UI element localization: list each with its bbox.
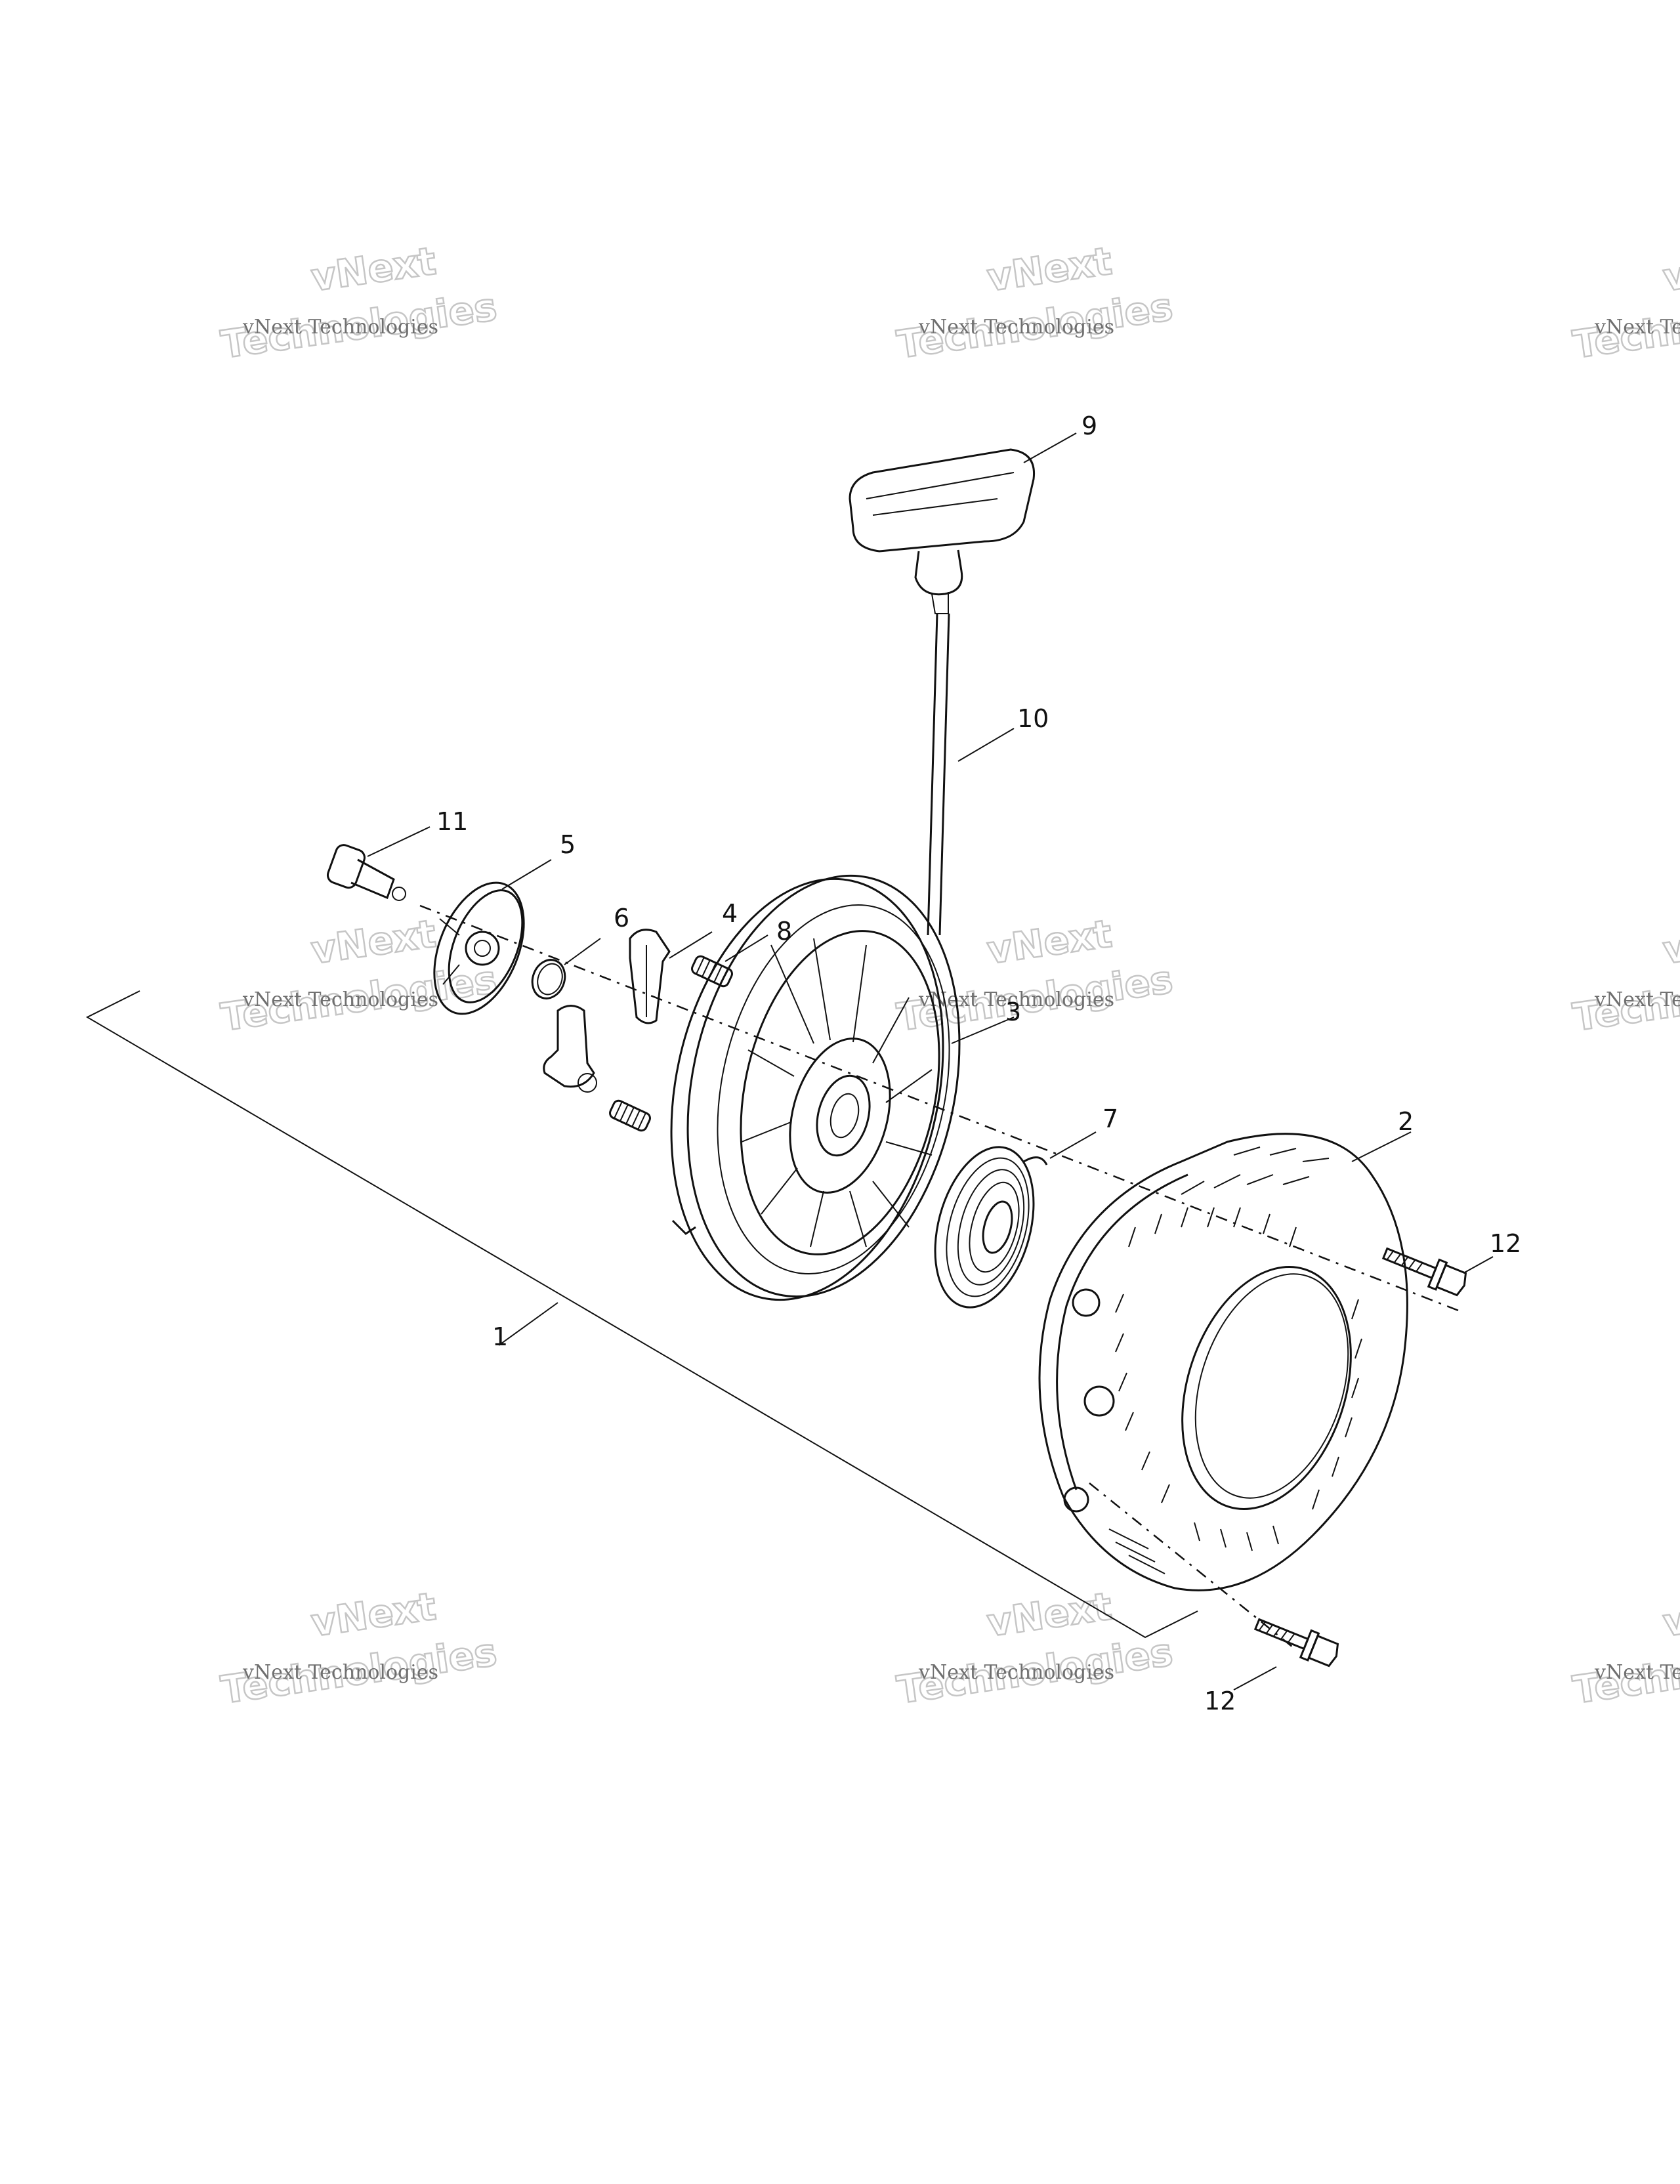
- watermark-small: vNext Technologies: [1594, 1661, 1680, 1684]
- watermark-big-line1: vNext: [1660, 238, 1680, 300]
- ratchet-pawl-part: [629, 929, 671, 1024]
- callout-3: 3: [1005, 998, 1021, 1026]
- watermark-big-line1: vNext: [984, 238, 1114, 300]
- watermark: vNext Technologies vNext Technologies: [218, 238, 501, 368]
- ratchet-spring-part: [609, 1099, 651, 1132]
- watermark-small: vNext Technologies: [242, 1661, 438, 1684]
- center-bolt-part: [326, 844, 406, 901]
- watermark-small: vNext Technologies: [918, 1661, 1114, 1684]
- callout-9: 9: [1082, 411, 1097, 440]
- ratchet-guide-part: [433, 881, 525, 1015]
- callout-11: 11: [436, 807, 468, 836]
- watermark-grid: vNext Technologies vNext Technologies vN…: [218, 238, 1680, 1713]
- flange-bolt-part: [1253, 1618, 1339, 1668]
- callout-8: 8: [776, 917, 792, 946]
- recoil-spring-part: [934, 1146, 1048, 1309]
- watermark-small: vNext Technologies: [1594, 988, 1680, 1011]
- watermark-small: vNext Technologies: [242, 988, 438, 1011]
- starter-case-part: [1038, 1133, 1408, 1591]
- watermark-small: vNext Technologies: [242, 316, 438, 339]
- callout-1: 1: [492, 1322, 508, 1351]
- watermark-big-line1: vNext: [1660, 911, 1680, 973]
- assembly-bracket: [85, 990, 1198, 1639]
- circlip-part: [531, 959, 566, 999]
- flange-bolt-part: [1381, 1247, 1467, 1297]
- callout-labels: 1 2 3 4 5 6 7 8 9 10 11 12 12: [436, 411, 1521, 1715]
- watermark: vNext Technologies vNext Technologies: [218, 1583, 501, 1713]
- callout-6: 6: [614, 904, 629, 933]
- watermark: vNext Technologies vNext Technologies: [218, 910, 501, 1040]
- starter-handle-part: [849, 448, 1036, 614]
- watermark-big-line1: vNext: [984, 1584, 1114, 1645]
- watermark-big-line1: vNext: [308, 1584, 438, 1645]
- watermark-big-line1: vNext: [1660, 1584, 1680, 1645]
- watermark: vNext Technologies vNext Technologies: [1570, 910, 1680, 1040]
- watermark-small: vNext Technologies: [918, 316, 1114, 339]
- watermark: vNext Technologies vNext Technologies: [894, 1583, 1177, 1713]
- callout-12-upper: 12: [1490, 1229, 1521, 1258]
- watermark: vNext Technologies vNext Technologies: [1570, 238, 1680, 368]
- callout-5: 5: [560, 830, 576, 859]
- starter-rope-part: [927, 613, 950, 936]
- callout-7: 7: [1102, 1104, 1118, 1133]
- callout-leaders: [367, 432, 1494, 1690]
- callout-2: 2: [1398, 1107, 1414, 1136]
- watermark: vNext Technologies vNext Technologies: [894, 238, 1177, 368]
- callout-10: 10: [1017, 704, 1049, 733]
- watermark-small: vNext Technologies: [1594, 316, 1680, 339]
- callout-12-lower: 12: [1204, 1687, 1236, 1715]
- watermark-big-line1: vNext: [308, 238, 438, 300]
- watermark-small: vNext Technologies: [918, 988, 1114, 1011]
- callout-4: 4: [722, 899, 738, 928]
- watermark-big-line1: vNext: [308, 911, 438, 973]
- rope-reel-part: [670, 874, 961, 1301]
- ratchet-pawl-part: [543, 1005, 597, 1093]
- watermark: vNext Technologies vNext Technologies: [1570, 1583, 1680, 1713]
- watermark-big-line1: vNext: [984, 911, 1114, 973]
- center-axis-lines: [419, 904, 1464, 1648]
